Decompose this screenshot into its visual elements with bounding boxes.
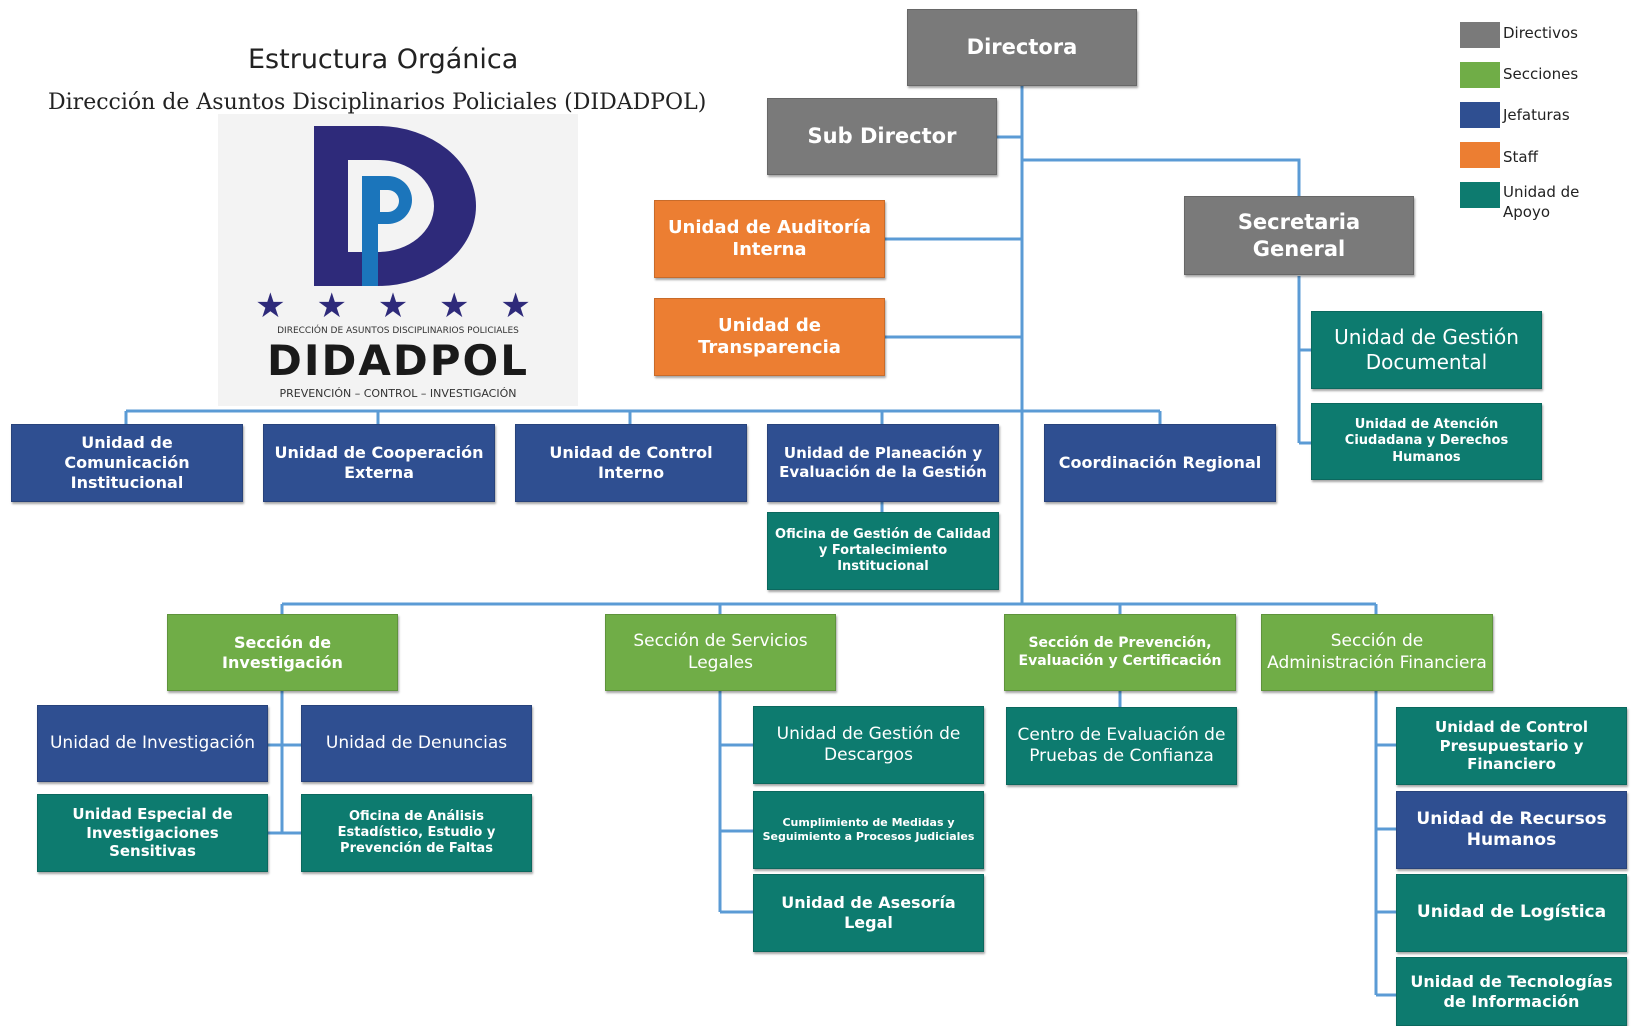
logo-stars: ★ ★ ★ ★ ★ <box>255 286 541 326</box>
node-recursos-humanos: Unidad de Recursos Humanos <box>1396 791 1627 869</box>
node-seccion-prevencion: Sección de Prevención, Evaluación y Cert… <box>1004 614 1236 691</box>
didadpol-logo-mark <box>314 126 476 286</box>
node-gestion-descargos: Unidad de Gestión de Descargos <box>753 706 984 784</box>
node-unidad-especial: Unidad Especial de Investigaciones Sensi… <box>37 794 268 872</box>
node-secretaria-general: Secretaria General <box>1184 196 1414 275</box>
node-unidad-denuncias: Unidad de Denuncias <box>301 705 532 782</box>
legend-label-directivos: Directivos <box>1503 24 1578 42</box>
node-asesoria-legal: Unidad de Asesoría Legal <box>753 874 984 952</box>
node-planeacion: Unidad de Planeación y Evaluación de la … <box>767 424 999 502</box>
node-cooperacion-externa: Unidad de Cooperación Externa <box>263 424 495 502</box>
node-cumplimiento-medidas: Cumplimiento de Medidas y Seguimiento a … <box>753 791 984 869</box>
page-title: Estructura Orgánica <box>248 44 519 75</box>
legend-label-staff: Staff <box>1503 148 1538 166</box>
node-atencion-ciudadana: Unidad de Atención Ciudadana y Derechos … <box>1311 403 1542 480</box>
node-sub-director: Sub Director <box>767 98 997 175</box>
node-directora: Directora <box>907 9 1137 86</box>
didadpol-logo: ★ ★ ★ ★ ★ DIRECCIÓN DE ASUNTOS DISCIPLIN… <box>218 114 578 406</box>
node-logistica: Unidad de Logística <box>1396 874 1627 952</box>
node-seccion-investigacion: Sección de Investigación <box>167 614 398 691</box>
legend-label-secciones: Secciones <box>1503 65 1579 83</box>
legend-swatch-secciones <box>1460 62 1500 88</box>
node-control-presupuestario: Unidad de Control Presupuestario y Finan… <box>1396 707 1627 785</box>
node-transparencia: Unidad de Transparencia <box>654 298 885 376</box>
node-oficina-analisis: Oficina de Análisis Estadístico, Estudio… <box>301 794 532 872</box>
connector-secretaria <box>1022 158 1301 196</box>
legend-label-jefaturas: Jefaturas <box>1503 106 1570 124</box>
node-coordinacion-regional: Coordinación Regional <box>1044 424 1276 502</box>
legend-swatch-unidad-apoyo <box>1460 182 1500 208</box>
node-unidad-investigacion: Unidad de Investigación <box>37 705 268 782</box>
node-seccion-servicios-legales: Sección de Servicios Legales <box>605 614 836 691</box>
node-tecnologias: Unidad de Tecnologías de Información <box>1396 957 1627 1026</box>
node-centro-evaluacion: Centro de Evaluación de Pruebas de Confi… <box>1006 707 1237 785</box>
node-control-interno: Unidad de Control Interno <box>515 424 747 502</box>
logo-tagline: PREVENCIÓN – CONTROL – INVESTIGACIÓN <box>279 387 517 400</box>
node-auditoria-interna: Unidad de Auditoría Interna <box>654 200 885 278</box>
node-gestion-documental: Unidad de Gestión Documental <box>1311 311 1542 389</box>
legend-label-unidad-apoyo: Unidad de Apoyo <box>1503 183 1580 221</box>
legend-swatch-staff <box>1460 142 1500 168</box>
page-subtitle: Dirección de Asuntos Disciplinarios Poli… <box>48 90 707 115</box>
node-comunicacion-institucional: Unidad de Comunicación Institucional <box>11 424 243 502</box>
node-seccion-administracion: Sección de Administración Financiera <box>1261 614 1493 691</box>
node-oficina-calidad: Oficina de Gestión de Calidad y Fortalec… <box>767 512 999 590</box>
logo-name: DIDADPOL <box>267 336 529 385</box>
logo-small-text: DIRECCIÓN DE ASUNTOS DISCIPLINARIOS POLI… <box>277 326 519 336</box>
legend-swatch-jefaturas <box>1460 102 1500 128</box>
legend-swatch-directivos <box>1460 22 1500 48</box>
